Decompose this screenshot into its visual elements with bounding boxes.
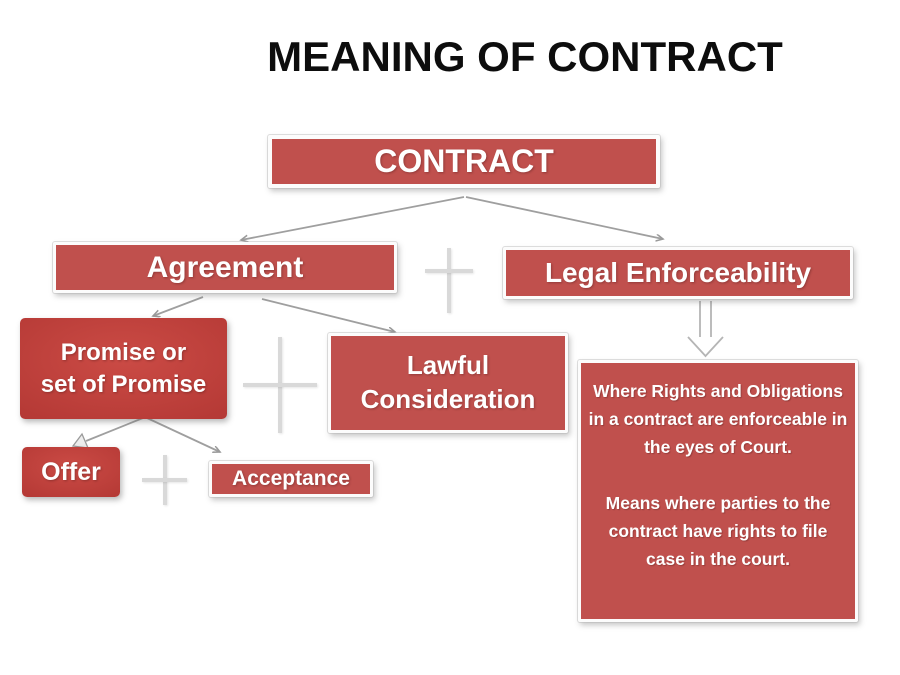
connector-legal-description-arrow-down-icon [687,301,724,358]
plus-horizontal-bar [243,383,317,387]
node-offer-label: Offer [41,457,101,486]
node-legal-enforceability-label: Legal Enforceability [544,257,812,288]
description-paragraph-2: Means where parties to the contract have… [605,493,831,569]
plus-horizontal-bar [142,478,187,482]
node-lawful-label-line2: Consideration [360,384,536,414]
plus-icon [142,455,187,505]
node-contract-label: CONTRACT [374,143,554,179]
plus-icon [425,248,473,313]
connector-agreement-lawful [261,298,395,332]
plus-vertical-bar [447,248,451,313]
connector-promise-offer [71,417,144,449]
connector-contract-agreement [241,196,465,240]
node-description: Where Rights and Obligations in a contra… [578,360,858,622]
node-agreement-label: Agreement [146,250,304,284]
node-contract: CONTRACT [268,135,660,188]
node-promise-label-line2: set of Promise [40,370,207,398]
page-title: MEANING OF CONTRACT [267,33,783,80]
node-acceptance: Acceptance [209,461,373,497]
node-lawful-label-line1: Lawful [406,350,490,381]
description-paragraph-1: Where Rights and Obligations in a contra… [588,381,848,457]
connector-contract-legal [465,196,663,239]
node-acceptance-label: Acceptance [232,467,350,490]
plus-icon [243,337,317,433]
plus-horizontal-bar [425,268,473,273]
node-agreement: Agreement [53,242,397,293]
node-promise-label-line1: Promise or [60,339,187,367]
connector-promise-acceptance [146,417,220,452]
node-offer: Offer [22,447,120,497]
node-promise: Promise or set of Promise [20,318,227,419]
node-legal-enforceability: Legal Enforceability [503,247,853,299]
node-lawful-consideration: Lawful Consideration [328,333,568,433]
connector-agreement-promise [153,296,204,316]
